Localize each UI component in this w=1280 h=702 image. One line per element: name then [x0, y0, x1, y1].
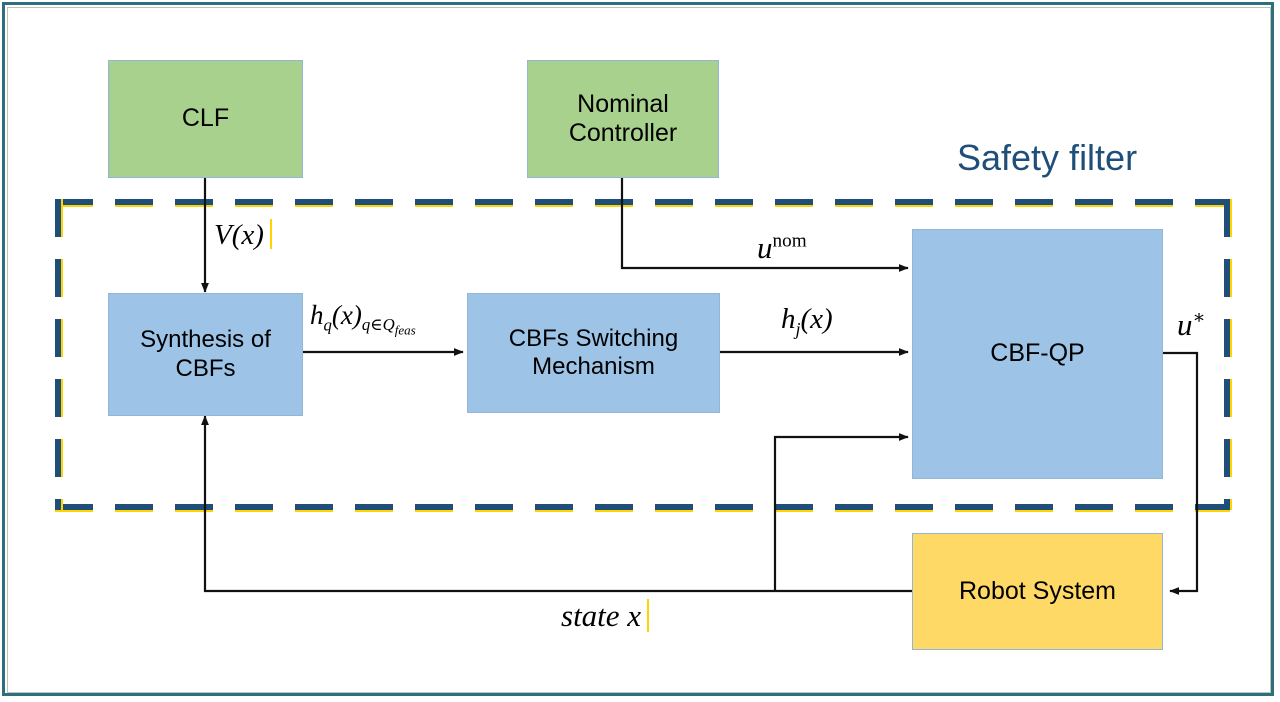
inner-frame-hairline — [7, 7, 1271, 693]
signal-state-x-text: state x — [561, 598, 642, 633]
block-nominal-controller[interactable]: Nominal Controller — [527, 60, 719, 178]
signal-h-j-of-x-text: hj(x) — [781, 303, 833, 339]
text-cursor — [647, 599, 650, 632]
signal-u-star-text: u∗ — [1177, 307, 1206, 343]
block-clf[interactable]: CLF — [108, 60, 303, 178]
safety-filter-title: Safety filter — [957, 137, 1138, 178]
block-cbfs-switching-mechanism[interactable]: CBFs Switching Mechanism — [467, 293, 720, 413]
block-robot-system[interactable]: Robot System — [912, 533, 1163, 650]
signal-label-u-nom: unom — [757, 230, 807, 266]
signal-v-of-x-text: V(x) — [214, 219, 264, 252]
signal-u-nom-text: unom — [757, 230, 807, 265]
signal-label-h-q-set: hq(x)q∈Qfeas — [310, 300, 416, 339]
text-cursor — [269, 219, 272, 250]
block-cbf-qp[interactable]: CBF-QP — [912, 229, 1163, 479]
signal-label-state-x: state x — [561, 598, 650, 634]
signal-label-h-j-of-x: hj(x) — [781, 303, 833, 340]
signal-label-v-of-x: V(x) — [214, 219, 272, 252]
signal-h-q-set-text: hq(x)q∈Qfeas — [310, 300, 416, 338]
block-synthesis-of-cbfs[interactable]: Synthesis of CBFs — [108, 293, 303, 416]
signal-label-u-star: u∗ — [1177, 306, 1206, 343]
